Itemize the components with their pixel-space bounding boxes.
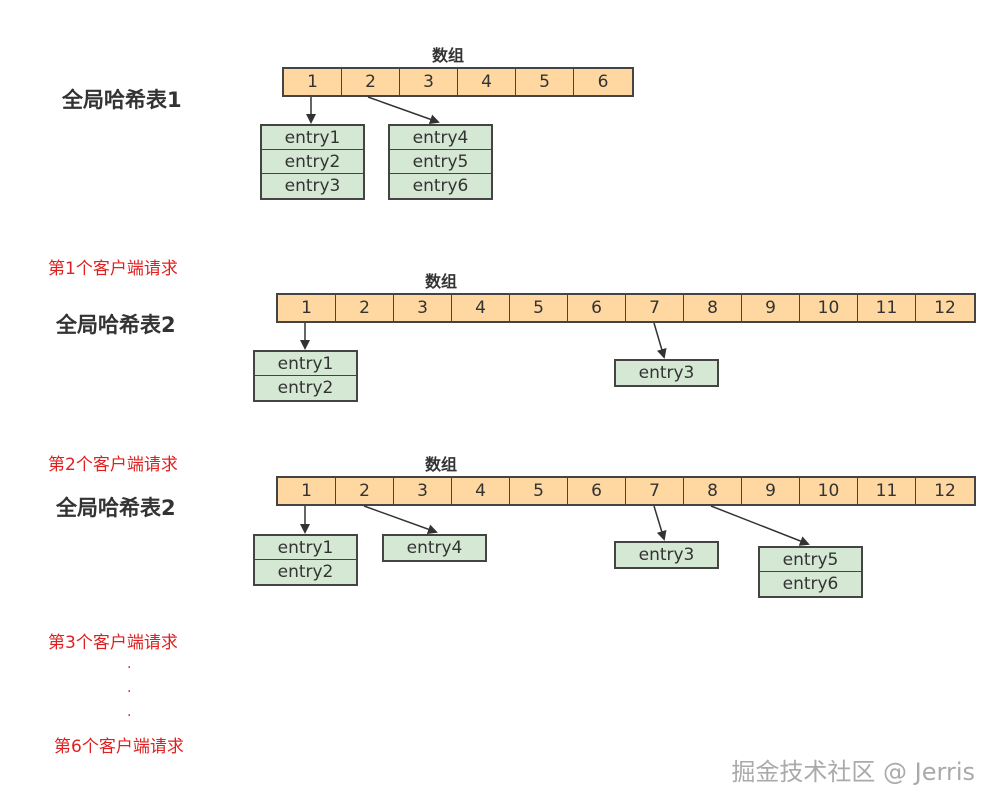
bucket-entry: entry6 xyxy=(412,176,469,196)
hash-array-2: 1 2 3 4 5 6 7 8 9 10 11 12 xyxy=(276,293,976,323)
array-slot-2: 2 xyxy=(336,478,394,504)
hash-table-label-3: 全局哈希表2 xyxy=(56,496,176,520)
array-title-2: 数组 xyxy=(425,272,458,291)
bucket-slot-8: entry5 entry6 xyxy=(758,546,863,598)
hash-array-3: 1 2 3 4 5 6 7 8 9 10 11 12 xyxy=(276,476,976,506)
ellipsis-dot: . xyxy=(127,680,132,696)
bucket-entry: entry5 xyxy=(760,548,861,572)
request-label-3: 第3个客户端请求 xyxy=(48,633,178,653)
bucket-entry: entry3 xyxy=(638,363,695,383)
request-label-6: 第6个客户端请求 xyxy=(54,737,184,757)
bucket-slot-2: entry4 entry5 entry6 xyxy=(388,124,493,200)
array-slot-12: 12 xyxy=(934,298,956,318)
array-slot-6: 6 xyxy=(597,72,609,92)
array-slot-4: 4 xyxy=(452,295,510,321)
array-slot-8: 8 xyxy=(684,295,742,321)
array-slot-3: 3 xyxy=(394,478,452,504)
array-slot-7: 7 xyxy=(626,478,684,504)
array-slot-1: 1 xyxy=(278,478,336,504)
request-label-1: 第1个客户端请求 xyxy=(48,259,178,279)
bucket-slot-2: entry4 xyxy=(382,534,487,562)
hash-array-1: 1 2 3 4 5 6 xyxy=(282,67,634,97)
array-slot-7: 7 xyxy=(626,295,684,321)
array-slot-2: 2 xyxy=(336,295,394,321)
bucket-entry: entry2 xyxy=(262,150,363,174)
bucket-entry: entry4 xyxy=(406,538,463,558)
bucket-entry: entry5 xyxy=(390,150,491,174)
arrow-slot2-bucket xyxy=(363,505,438,534)
array-slot-4: 4 xyxy=(458,69,516,95)
array-slot-9: 9 xyxy=(742,295,800,321)
array-slot-9: 9 xyxy=(742,478,800,504)
array-slot-3: 3 xyxy=(400,69,458,95)
bucket-entry: entry3 xyxy=(638,545,695,565)
array-title-1: 数组 xyxy=(432,46,465,65)
array-slot-6: 6 xyxy=(568,478,626,504)
arrow-slot8-bucket xyxy=(710,505,810,546)
bucket-slot-1: entry1 entry2 xyxy=(253,350,358,402)
array-slot-1: 1 xyxy=(278,295,336,321)
arrow-slot7-bucket xyxy=(653,322,667,359)
array-slot-3: 3 xyxy=(394,295,452,321)
bucket-entry: entry2 xyxy=(277,378,334,398)
bucket-entry: entry6 xyxy=(782,574,839,594)
bucket-entry: entry1 xyxy=(262,126,363,150)
ellipsis-dot: . xyxy=(127,704,132,720)
array-slot-12: 12 xyxy=(934,481,956,501)
array-slot-10: 10 xyxy=(800,295,858,321)
bucket-slot-7: entry3 xyxy=(614,359,719,387)
array-slot-10: 10 xyxy=(800,478,858,504)
bucket-slot-1: entry1 entry2 xyxy=(253,534,358,586)
array-slot-11: 11 xyxy=(858,295,916,321)
bucket-entry: entry1 xyxy=(255,352,356,376)
watermark: 掘金技术社区 @ Jerris xyxy=(731,758,975,786)
arrow-slot7-bucket xyxy=(653,505,667,541)
request-label-2: 第2个客户端请求 xyxy=(48,455,178,475)
bucket-slot-7: entry3 xyxy=(614,541,719,569)
bucket-entry: entry1 xyxy=(255,536,356,560)
ellipsis-dot: . xyxy=(127,656,132,672)
array-slot-5: 5 xyxy=(516,69,574,95)
array-slot-4: 4 xyxy=(452,478,510,504)
hash-table-label-2: 全局哈希表2 xyxy=(56,313,176,337)
array-slot-11: 11 xyxy=(858,478,916,504)
bucket-entry: entry3 xyxy=(284,176,341,196)
bucket-slot-1: entry1 entry2 entry3 xyxy=(260,124,365,200)
bucket-entry: entry4 xyxy=(390,126,491,150)
bucket-entry: entry2 xyxy=(277,562,334,582)
array-slot-8: 8 xyxy=(684,478,742,504)
array-title-3: 数组 xyxy=(425,455,458,474)
array-slot-5: 5 xyxy=(510,478,568,504)
array-slot-1: 1 xyxy=(284,69,342,95)
arrow-slot2-bucket xyxy=(367,96,440,125)
array-slot-2: 2 xyxy=(342,69,400,95)
array-slot-6: 6 xyxy=(568,295,626,321)
array-slot-5: 5 xyxy=(510,295,568,321)
hash-table-label-1: 全局哈希表1 xyxy=(62,88,182,112)
